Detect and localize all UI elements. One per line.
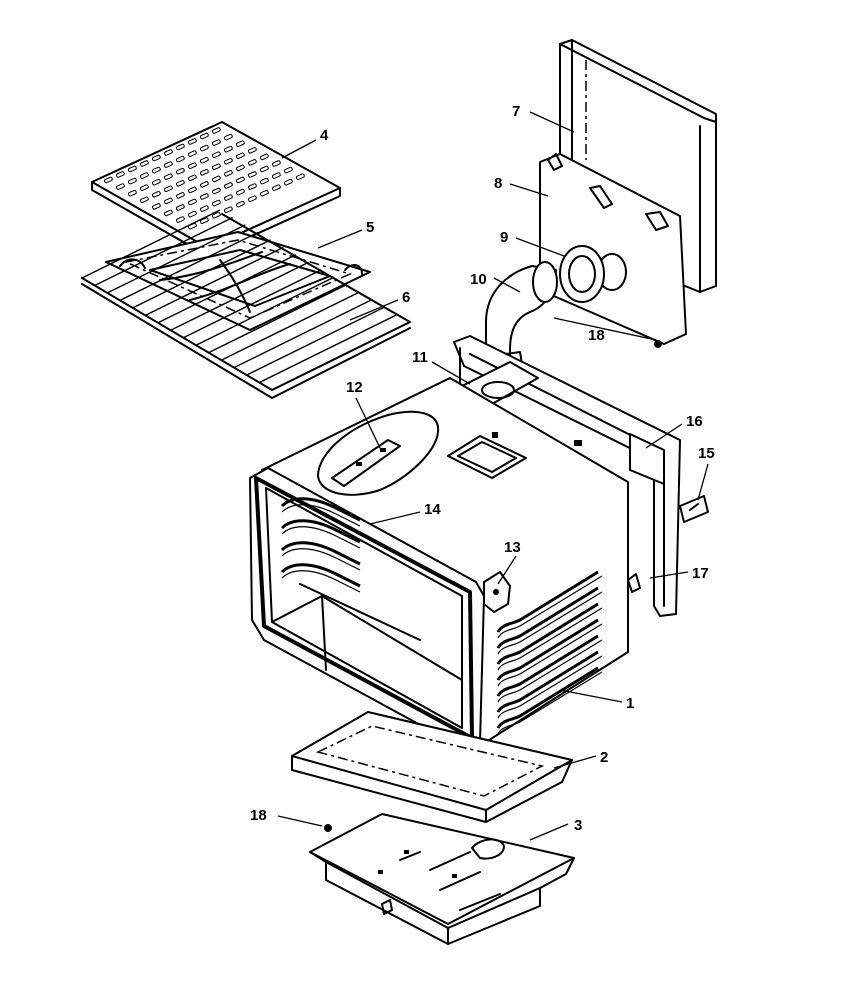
callout-7: 7 xyxy=(512,103,520,120)
callout-1: 1 xyxy=(626,695,634,712)
screw-part-18-top xyxy=(654,340,662,348)
rack-grill-part-4 xyxy=(91,121,341,257)
bottom-tray-part-3 xyxy=(309,813,575,945)
callout-8: 8 xyxy=(494,175,502,192)
callout-15: 15 xyxy=(698,445,715,462)
callout-6: 6 xyxy=(402,289,410,306)
callout-14: 14 xyxy=(424,501,441,518)
callout-2: 2 xyxy=(600,749,608,766)
bottom-panel-part-2 xyxy=(291,711,573,823)
callout-16: 16 xyxy=(686,413,703,430)
callout-labels: 1 2 3 4 5 6 7 8 9 10 11 12 13 14 15 16 1… xyxy=(250,103,715,834)
callout-3: 3 xyxy=(574,817,582,834)
oven-cavity-part-1 xyxy=(249,377,629,753)
clip-part-15 xyxy=(679,495,709,523)
gasket-ring-part-9 xyxy=(559,245,605,303)
callout-11: 11 xyxy=(412,349,428,366)
callout-5: 5 xyxy=(366,219,374,236)
callout-12: 12 xyxy=(346,379,363,396)
callout-13: 13 xyxy=(504,539,521,556)
plate-part-16 xyxy=(629,433,665,485)
callout-4: 4 xyxy=(320,127,329,144)
callout-17: 17 xyxy=(692,565,709,582)
callout-18-bottom: 18 xyxy=(250,807,267,824)
screw-part-18-bottom xyxy=(324,824,332,832)
leader-lines xyxy=(277,111,709,841)
oven-rack-part-6 xyxy=(81,209,411,399)
callout-10: 10 xyxy=(470,271,487,288)
callout-9: 9 xyxy=(500,229,508,246)
callout-18-top: 18 xyxy=(588,327,605,344)
